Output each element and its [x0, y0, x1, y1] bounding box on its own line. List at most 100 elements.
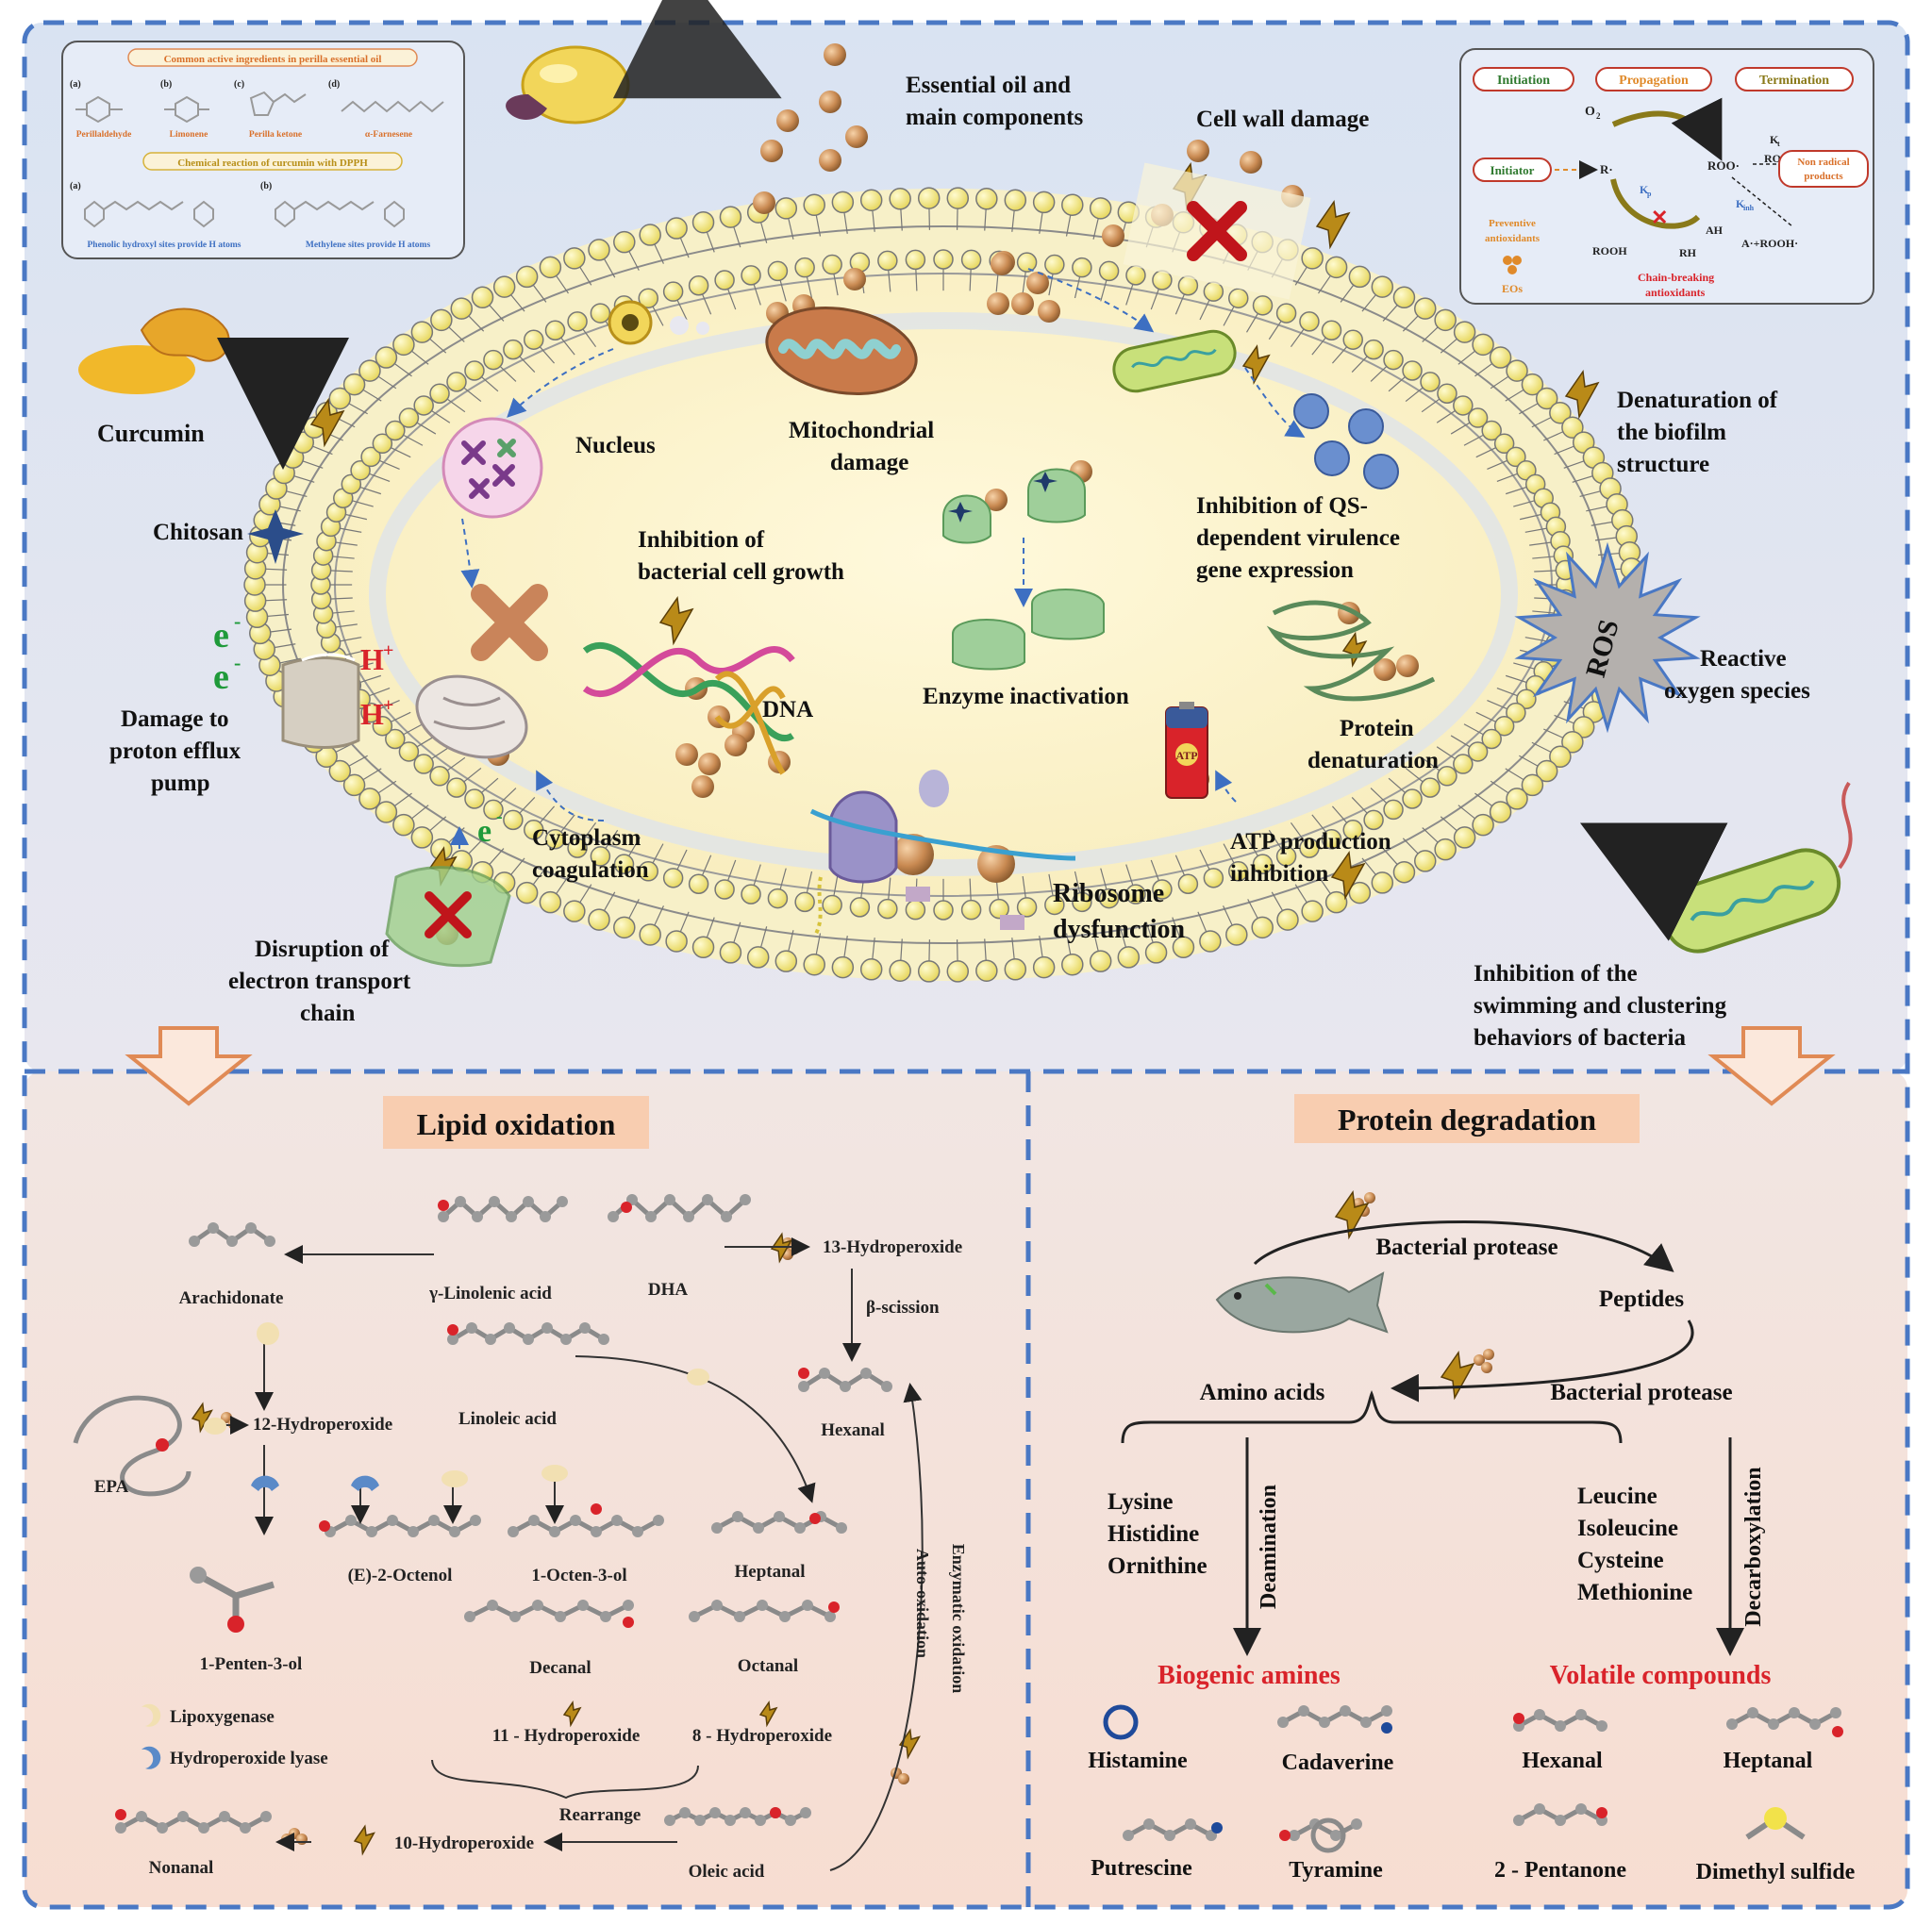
lipid-head: [1414, 297, 1437, 320]
atp-label-1: ATP production: [1230, 829, 1391, 855]
bead: [843, 268, 866, 290]
hp11-label: 11 - Hydroperoxide: [492, 1726, 641, 1746]
rh-label: RH: [1679, 246, 1697, 259]
atom: [472, 1211, 483, 1222]
lipoxygenase-icon: [687, 1369, 709, 1386]
lipid-head: [1363, 809, 1384, 831]
qs-label-3: gene expression: [1196, 557, 1354, 583]
o2-label: O: [1585, 105, 1595, 119]
atom: [1185, 1818, 1196, 1830]
lipid-head: [1472, 813, 1494, 837]
lipid-head: [1251, 916, 1274, 939]
lipid-head: [1117, 946, 1141, 969]
chain-breaking-2: antioxidants: [1645, 286, 1706, 299]
atom: [366, 1526, 377, 1537]
lipid-head: [917, 187, 941, 209]
atom: [464, 1611, 475, 1622]
proton-label-1: Damage to: [121, 706, 229, 732]
reaction-note-b: Methylene sites provide H atoms: [306, 241, 431, 250]
atom: [591, 1503, 602, 1515]
gamma-linolenic-label: γ-Linolenic acid: [428, 1284, 552, 1303]
lipid-head: [1453, 321, 1476, 343]
atom: [702, 1194, 713, 1205]
lipid-head: [1044, 894, 1065, 916]
atom: [732, 1511, 743, 1522]
lipid-head: [859, 958, 883, 981]
curcumin-icon: [78, 307, 349, 470]
lipid-head: [1276, 908, 1299, 931]
radical-mechanism-box: Initiation Propagation Termination O 2 I…: [1459, 48, 1874, 305]
lipid-head: [665, 930, 688, 953]
lipid-head: [1481, 728, 1502, 750]
atom: [240, 1822, 251, 1834]
lipid-head: [1225, 923, 1248, 946]
lipid-head: [1521, 373, 1544, 396]
atom: [570, 1515, 581, 1526]
atom: [540, 1211, 551, 1222]
leucine-label: Leucine: [1577, 1484, 1657, 1509]
lightning-icon: [658, 595, 694, 646]
lipid-head: [1506, 359, 1528, 382]
a-rooh-label: A·+ROOH·: [1741, 237, 1798, 250]
lipid-head: [1321, 828, 1342, 850]
bead: [221, 1412, 232, 1423]
lipid-head: [946, 960, 970, 983]
lipid-head: [492, 275, 516, 298]
bead: [892, 834, 934, 875]
atom: [809, 1513, 821, 1524]
bead: [760, 140, 783, 162]
atom: [632, 1526, 643, 1537]
lightning-icon: [191, 1402, 213, 1434]
atom: [1555, 1815, 1566, 1826]
lipid-head: [1228, 288, 1249, 308]
perillaldehyde-structure: [75, 95, 123, 124]
lightning-icons: [191, 161, 1600, 1856]
bead: [1026, 272, 1049, 294]
svg-text:+: +: [383, 640, 393, 661]
ornithine-label: Ornithine: [1108, 1553, 1208, 1579]
atom: [1596, 1807, 1607, 1818]
atom: [683, 1211, 694, 1222]
atom: [794, 1522, 806, 1534]
lipid-head: [372, 715, 393, 737]
lipid-head: [794, 257, 815, 278]
hp13-label: 13-Hydroperoxide: [823, 1237, 962, 1257]
atom: [785, 1815, 796, 1826]
lipid-head: [398, 407, 420, 428]
bead: [898, 1773, 909, 1784]
atom: [734, 1611, 745, 1622]
qs-molecule-icons: [1293, 393, 1399, 490]
rearrange-label: Rearrange: [559, 1805, 641, 1825]
hp-lyase-legend-icon: [142, 1746, 161, 1769]
atom: [598, 1334, 609, 1345]
atom: [506, 1211, 517, 1222]
lipid-head: [1467, 407, 1489, 428]
bead: [776, 109, 799, 132]
lipid-head: [774, 950, 798, 972]
protein-den-label-2: denaturation: [1307, 748, 1439, 773]
atom: [1726, 1718, 1738, 1730]
lipid-head: [1506, 788, 1528, 810]
atom: [1351, 1818, 1362, 1830]
isoleucine-label: Isoleucine: [1577, 1516, 1678, 1541]
lipid-head: [563, 247, 586, 270]
atom: [608, 1211, 619, 1222]
atom: [881, 1381, 892, 1392]
svg-text:-: -: [234, 651, 241, 674]
inhib-growth-label-1: Inhibition of: [638, 527, 765, 553]
dna-label: DNA: [762, 697, 813, 722]
outer-border: [22, 20, 1910, 1910]
proton-h-label: H: [360, 642, 384, 676]
mitochondrion-icon: [765, 306, 918, 396]
lipid-head: [822, 894, 842, 916]
biofilm-label-3: structure: [1617, 452, 1709, 477]
lipid-head: [539, 890, 562, 914]
atom: [345, 1515, 357, 1526]
bead: [1396, 655, 1419, 677]
cyto-label-1: Cytoplasm: [532, 825, 641, 851]
lipid-head: [375, 801, 398, 823]
lipid-head: [638, 288, 658, 308]
atom: [1289, 1830, 1300, 1841]
lipid-head: [803, 193, 825, 217]
reaction-letter: (b): [260, 181, 272, 191]
